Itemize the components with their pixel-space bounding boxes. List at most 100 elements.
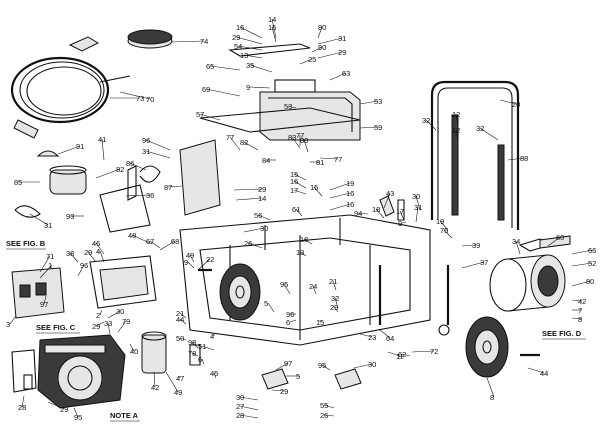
part-callout-30: 30 (236, 393, 244, 402)
part-callout-9: 9 (246, 83, 250, 92)
callout-leader-32 (425, 119, 437, 131)
part-callout-61: 61 (292, 205, 300, 214)
part-callout-17: 17 (396, 207, 404, 216)
part-callout-14: 14 (258, 194, 266, 203)
part-callout-12: 12 (452, 126, 460, 135)
callout-leader-32 (334, 297, 339, 309)
part-73-hose-coil (10, 36, 131, 139)
part-callout-11: 11 (396, 352, 404, 361)
callout-leader-2 (99, 309, 103, 316)
part-callout-40: 40 (130, 347, 138, 356)
callout-leader-21 (179, 312, 187, 319)
part-callout-8: 8 (578, 315, 582, 324)
part-callout-34: 34 (512, 237, 520, 246)
part-callout-31: 31 (142, 147, 150, 156)
part-callout-16: 16 (236, 23, 244, 32)
part-callout-15: 15 (316, 318, 324, 327)
part-callout-70: 70 (146, 95, 154, 104)
part-callout-59: 59 (374, 123, 382, 132)
callout-leader-14 (271, 18, 277, 39)
callout-leader-14 (235, 197, 263, 201)
callout-leader-97 (275, 362, 289, 371)
part-callout-62: 62 (398, 350, 406, 359)
callout-leader-94 (357, 212, 369, 215)
part-callout-16: 16 (290, 177, 298, 186)
part-callout-60: 60 (556, 233, 564, 242)
callout-leader-30 (239, 396, 259, 401)
part-callout-85: 85 (14, 178, 22, 187)
part-callout-18: 18 (372, 205, 380, 214)
callout-leader-26 (323, 414, 335, 417)
callout-leader-72 (411, 350, 435, 353)
part-74-puck (127, 29, 173, 49)
part-88-cap (36, 150, 60, 157)
callout-leader-69 (205, 88, 241, 97)
part-callout-96: 96 (142, 136, 150, 145)
callout-leader-31 (29, 213, 49, 226)
callout-leader-13 (243, 54, 263, 59)
part-callout-9: 9 (184, 258, 188, 267)
part-callout-13: 13 (240, 51, 248, 60)
part-callout-15: 15 (310, 183, 318, 192)
part-47-cartridge (141, 331, 167, 374)
part-36-shroud (99, 139, 221, 233)
see-fig-b-label: SEE FIG. B (6, 239, 46, 248)
part-callout-71: 71 (46, 252, 54, 261)
callout-leader-3 (9, 315, 17, 325)
part-fig-b-control-box (11, 255, 157, 319)
callout-leader-30 (107, 310, 121, 319)
part-callout-80: 80 (318, 23, 326, 32)
part-callout-44: 44 (176, 315, 184, 324)
part-callout-4: 4 (210, 332, 214, 341)
part-callout-29: 29 (330, 303, 338, 312)
callout-leader-96 (145, 139, 171, 151)
callout-leader-57 (199, 113, 221, 121)
part-callout-30: 30 (368, 360, 376, 369)
part-59-control-panel (199, 43, 361, 141)
callout-leader-96 (77, 264, 85, 277)
part-callout-57: 57 (196, 110, 204, 119)
callout-leader-90 (311, 46, 323, 53)
part-callout-32: 32 (476, 124, 484, 133)
callout-leader-49 (165, 371, 179, 393)
part-callout-69: 69 (202, 85, 210, 94)
part-callout-6: 6 (286, 318, 290, 327)
callout-leader-16 (239, 26, 263, 39)
part-callout-28: 28 (236, 411, 244, 420)
callout-leader-78 (191, 352, 199, 357)
part-callout-29: 29 (84, 248, 92, 257)
part-callout-77: 77 (296, 131, 304, 140)
callout-leader-88 (507, 157, 525, 161)
callout-leader-43 (383, 192, 391, 209)
callout-leader-31 (145, 150, 171, 159)
callout-leader-16 (293, 180, 307, 189)
callout-leader-18 (375, 208, 385, 219)
callout-leader-80 (317, 26, 323, 39)
part-callout-9: 9 (398, 219, 402, 228)
part-callout-29: 29 (338, 48, 346, 57)
callout-leader-53 (359, 100, 379, 105)
part-callout-43: 43 (386, 189, 394, 198)
callout-leader-44 (179, 318, 187, 325)
part-callout-98: 98 (188, 338, 196, 347)
part-callout-97: 97 (284, 359, 292, 368)
part-callout-29: 29 (258, 185, 266, 194)
part-callout-35: 35 (246, 61, 254, 70)
callout-leader-24 (312, 285, 317, 295)
callout-leader-27 (239, 405, 259, 411)
callout-leader-33 (107, 322, 111, 335)
callout-leader-6 (201, 358, 205, 365)
part-callout-27: 27 (236, 402, 244, 411)
part-callout-75: 75 (440, 226, 448, 235)
part-callout-46: 46 (92, 239, 100, 248)
part-callout-19: 19 (346, 179, 354, 188)
callout-leader-30 (415, 195, 421, 211)
callout-leader-19 (439, 220, 449, 231)
part-callout-6: 6 (198, 355, 202, 364)
callout-leader-29 (333, 306, 339, 313)
callout-leader-6 (289, 319, 297, 323)
part-callout-21: 21 (176, 309, 184, 318)
part-callout-14: 14 (268, 15, 276, 24)
